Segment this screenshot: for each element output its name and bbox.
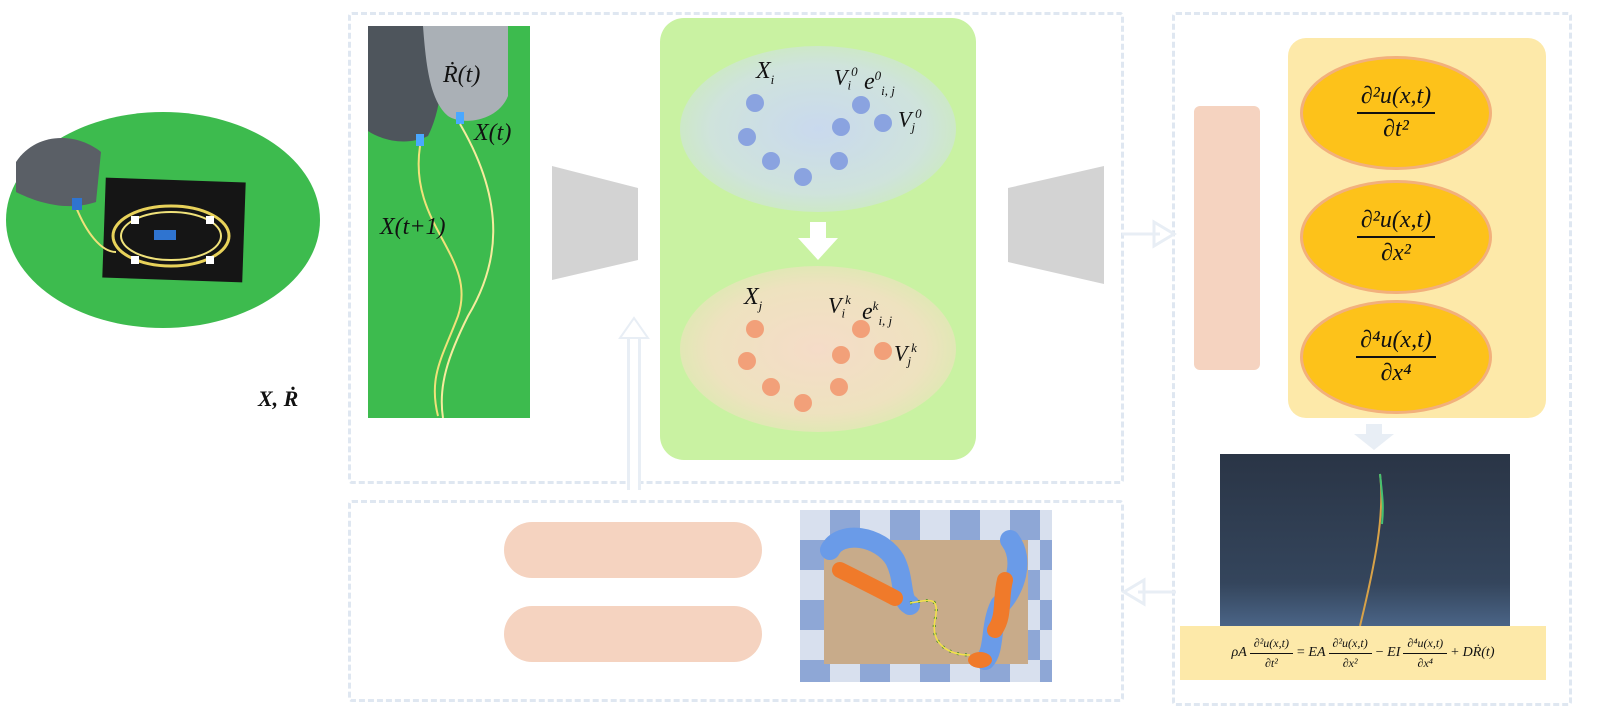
graph-node (830, 378, 848, 396)
robot-arm-left (368, 26, 442, 142)
graph-node (874, 342, 892, 360)
graph-node (794, 168, 812, 186)
physics-panel (1172, 12, 1572, 706)
graph-node (762, 378, 780, 396)
decoder-shape (1008, 166, 1104, 284)
scene-illustration (16, 138, 246, 283)
graph-node (746, 320, 764, 338)
label-rdot: Ṙ(t) (443, 62, 481, 88)
graph-node (852, 320, 870, 338)
simulation-view (1220, 454, 1510, 626)
output-pill-2 (504, 606, 762, 662)
graph-node (738, 352, 756, 370)
transition-arrow (798, 222, 838, 260)
pde-term-1: ∂²u(x,t) ∂t² (1300, 56, 1492, 170)
top-edge-label: e0i, j (864, 68, 895, 98)
right-tip (456, 112, 464, 124)
bottom-edge-label: eki, j (862, 298, 893, 328)
fiber-loop (111, 204, 231, 268)
robot-arm-right (423, 26, 508, 121)
top-vertex-i-label: Vi0 (834, 64, 858, 93)
fiber-curr (440, 123, 495, 418)
graph-bottom-cloud (680, 266, 956, 432)
bottom-vertex-i-label: Vik (828, 292, 851, 321)
graph-node (830, 152, 848, 170)
manipulation-robots (820, 527, 1028, 670)
physics-input-bar (1194, 106, 1260, 370)
robot-gripper (16, 138, 101, 207)
clip-3 (131, 256, 139, 264)
arrow-feedback (618, 316, 650, 490)
robot-photo-illustration (368, 26, 508, 418)
pde-term-3: ∂⁴u(x,t) ∂x⁴ (1300, 300, 1492, 414)
graph-top-cloud (680, 46, 956, 212)
output-panel (348, 500, 1124, 702)
graph-node (874, 114, 892, 132)
graph-node (746, 94, 764, 112)
simulation-fiber (1359, 473, 1384, 626)
arrow-to-simulation (1354, 424, 1394, 450)
inputs-label: X, Ṙ (258, 386, 299, 411)
clip-4 (206, 256, 214, 264)
graph-node (832, 118, 850, 136)
encoder-shape (552, 166, 638, 280)
graph-node (794, 394, 812, 412)
gripper-tip (72, 198, 82, 210)
label-x-t1: X(t+1) (380, 214, 446, 240)
top-vertex-j-label: Vj0 (898, 106, 922, 135)
clip-1 (131, 216, 139, 224)
arrow-to-physics (1122, 219, 1177, 249)
fiber-loop-inner (120, 211, 222, 261)
fiber-connector (154, 230, 176, 240)
output-pill-1 (504, 522, 762, 578)
top-node-label: Xi (756, 58, 775, 87)
clip-2 (206, 216, 214, 224)
graph-node (852, 96, 870, 114)
beam-equation: ρA ∂²u(x,t)∂t² = EA ∂²u(x,t)∂x² − EI ∂⁴u… (1180, 626, 1546, 680)
encoder-panel (348, 12, 1124, 484)
graph-node (738, 128, 756, 146)
label-x-t: X(t) (474, 120, 512, 146)
pde-term-2: ∂²u(x,t) ∂x² (1300, 180, 1492, 294)
bottom-vertex-j-label: Vjk (894, 340, 917, 369)
arrow-from-physics (1121, 577, 1176, 607)
bottom-node-label: Xj (744, 284, 763, 313)
fiber-lead (75, 206, 117, 253)
graph-node (832, 346, 850, 364)
graph-node (762, 152, 780, 170)
fiber-prev (417, 145, 463, 417)
left-tip (416, 134, 424, 146)
